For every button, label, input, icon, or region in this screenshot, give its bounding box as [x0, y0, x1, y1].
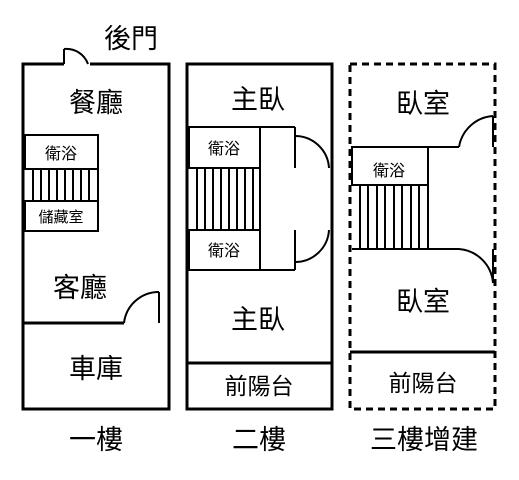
room-label-master-top: 主臥	[231, 85, 285, 116]
room-label-bedroom-top: 臥室	[396, 89, 450, 120]
room-label-bath: 衛浴	[45, 144, 77, 163]
floor-3-stairs	[352, 185, 429, 250]
back-door-swing	[63, 47, 89, 65]
room-label-garage: 車庫	[69, 354, 123, 385]
floor-2-stairs	[189, 168, 261, 231]
room-label-bath-bottom: 衛浴	[208, 241, 240, 260]
room-label-bath-3: 衛浴	[373, 161, 405, 180]
floor-1-garage-door-swing	[123, 290, 160, 324]
floor-3-door-bottom-swing	[458, 248, 494, 284]
floor-1-storage-room	[24, 200, 99, 232]
floor-1-stairs	[25, 169, 99, 202]
back-door-label: 後門	[104, 24, 158, 55]
floor-3-door-top-swing	[458, 115, 494, 148]
floor-2-outline	[185, 62, 334, 411]
floor-3: 臥室 衛浴 臥室 前陽台 三樓增建	[348, 62, 497, 456]
floor-3-caption: 三樓增建	[370, 425, 478, 456]
room-label-master-bottom: 主臥	[231, 305, 285, 336]
floor-2-bath-top-room	[188, 126, 261, 169]
room-label-balcony-3: 前陽台	[389, 371, 458, 397]
room-label-dining: 餐廳	[69, 88, 123, 119]
floor-2: 主臥 衛浴 衛浴 主臥 前陽台 二樓	[185, 62, 334, 456]
floor-3-outline	[348, 62, 497, 411]
room-label-balcony-2: 前陽台	[225, 374, 294, 400]
floor-2-bath-bottom-room	[188, 229, 261, 271]
floor-1: 餐廳 衛浴 儲藏室 客廳 車庫 後門 一樓	[21, 24, 171, 456]
floor-2-door-top-swing	[294, 127, 330, 169]
floor-2-door-bottom-swing	[294, 229, 330, 270]
floor-1-bath-room	[24, 134, 99, 170]
room-label-bedroom-bottom: 臥室	[396, 287, 450, 318]
room-label-living: 客廳	[53, 273, 107, 304]
room-label-bath-top: 衛浴	[208, 139, 240, 158]
floor-1-outline	[21, 62, 171, 411]
floor-2-caption: 二樓	[232, 425, 286, 456]
room-label-storage: 儲藏室	[38, 208, 83, 226]
floor-1-caption: 一樓	[69, 425, 123, 456]
